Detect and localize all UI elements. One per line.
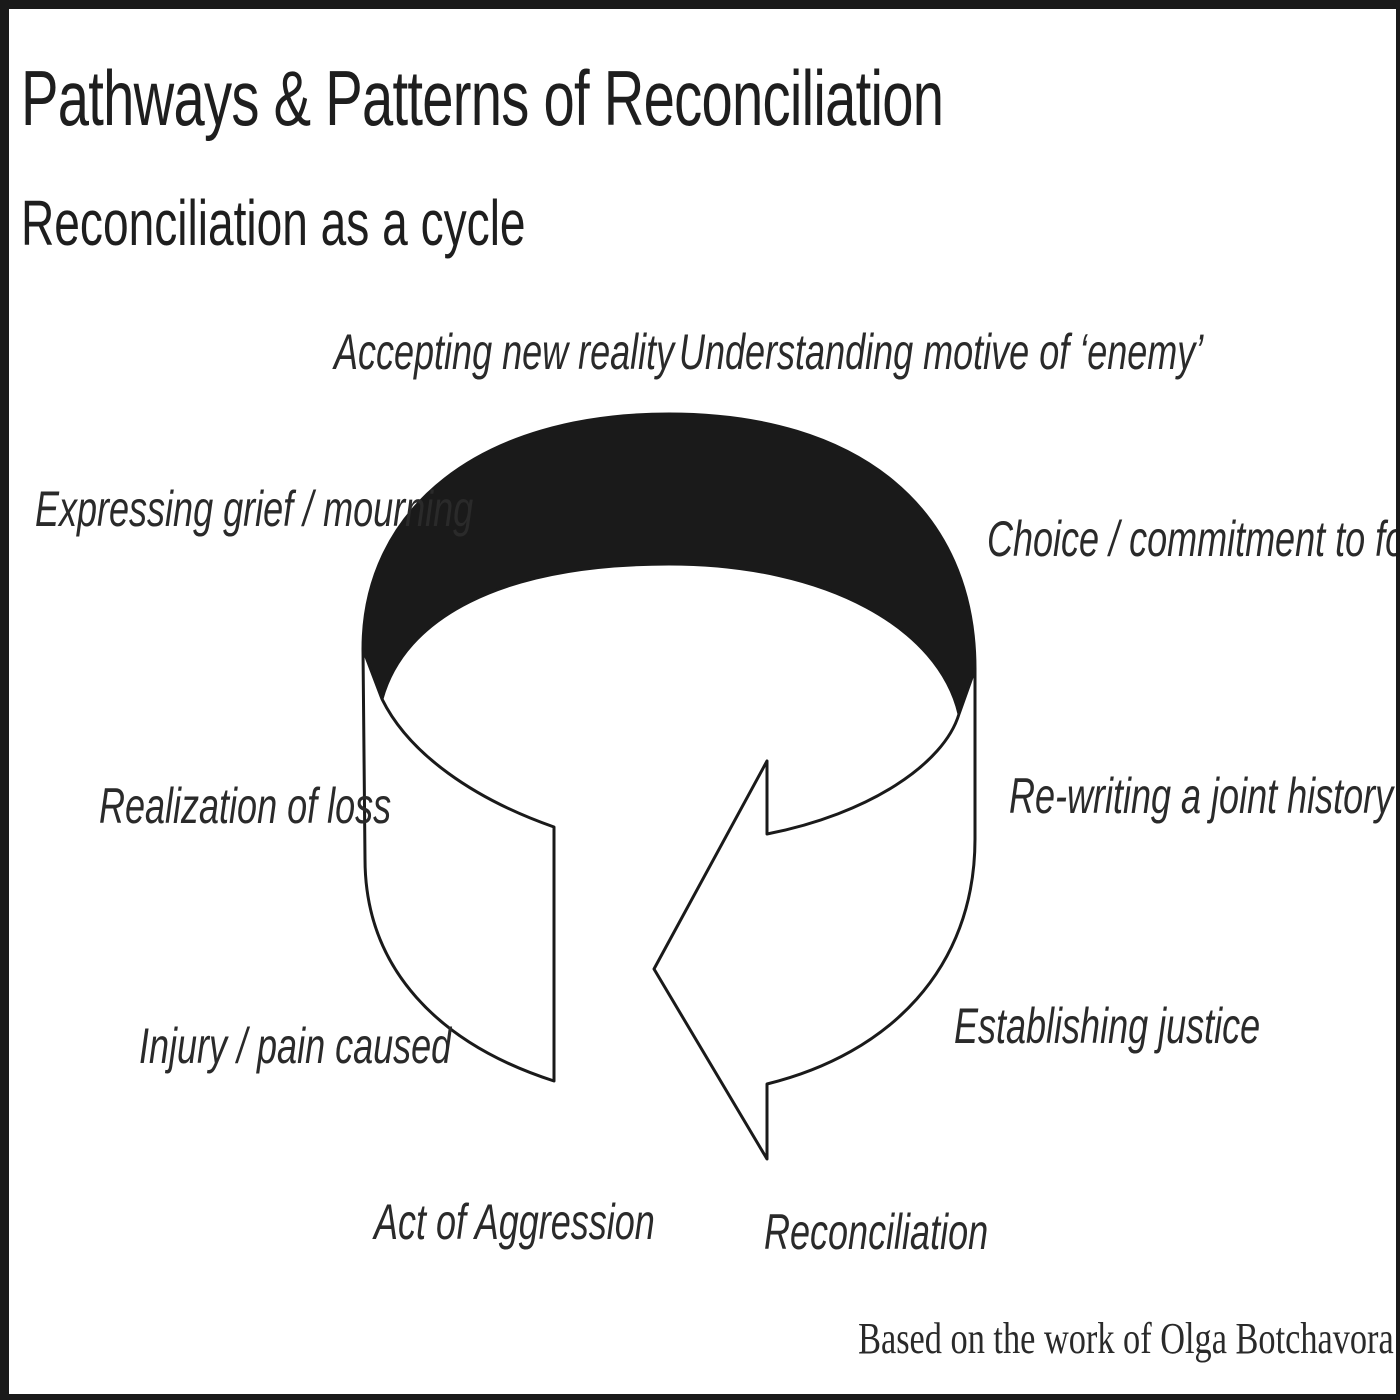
credit-note: Based on the work of Olga Botchavora [858,1314,1394,1363]
stage-accepting-new-reality: Accepting new reality [334,324,675,380]
stage-realization-of-loss: Realization of loss [99,778,392,834]
page-title: Pathways & Patterns of Reconciliation [21,54,944,142]
stage-injury-pain-caused: Injury / pain caused [139,1018,452,1074]
band-inner-face [361,412,977,720]
band-arrow [652,667,977,1161]
stage-rewriting-joint-history: Re-writing a joint history [1009,768,1394,824]
stage-act-of-aggression: Act of Aggression [374,1194,655,1250]
stage-choice-to-forgive: Choice / commitment to forgive [987,511,1396,567]
band-tail [361,647,556,1083]
stage-understanding-motive: Understanding motive of ‘enemy’ [679,324,1204,380]
circular-arrow-icon [361,412,977,1161]
stage-reconciliation: Reconciliation [764,1204,989,1260]
stage-expressing-grief: Expressing grief / mourning [35,481,474,537]
stage-establishing-justice: Establishing justice [954,998,1261,1054]
page-subtitle: Reconciliation as a cycle [21,187,526,259]
